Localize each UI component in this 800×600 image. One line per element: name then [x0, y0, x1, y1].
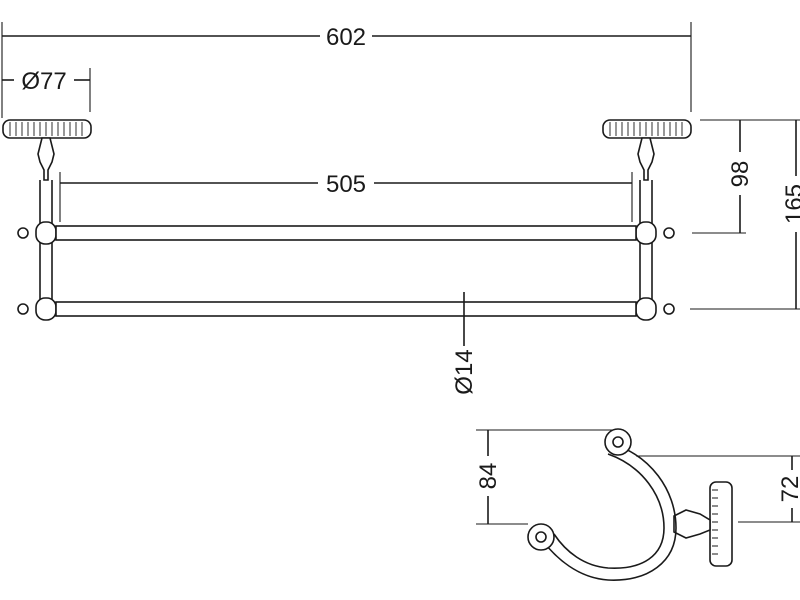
dimension-label-165: 165 — [781, 184, 800, 224]
right-wall-bracket — [602, 119, 692, 321]
side-view-hook — [527, 428, 733, 581]
dimension-label-505: 505 — [326, 171, 366, 198]
dimension-vertical-drops: 98 165 — [690, 119, 800, 310]
dimension-label-84: 84 — [475, 463, 502, 490]
dimension-rail-span: 505 — [59, 171, 633, 222]
dimension-flange-diameter: Ø77 — [2, 68, 91, 112]
left-wall-bracket — [2, 119, 92, 321]
dimension-rail-diameter: Ø14 — [451, 292, 478, 395]
dimension-label-77: Ø77 — [21, 68, 66, 95]
dimension-label-602: 602 — [326, 24, 366, 51]
dimension-label-14: Ø14 — [451, 349, 478, 394]
dimension-label-72: 72 — [777, 476, 800, 503]
dimension-overall-width: 602 — [1, 22, 692, 118]
dimension-hook-height: 84 — [475, 429, 612, 525]
towel-rails — [55, 225, 637, 317]
dimension-hook-drop: 72 — [636, 455, 800, 523]
dimension-label-98: 98 — [727, 161, 754, 188]
